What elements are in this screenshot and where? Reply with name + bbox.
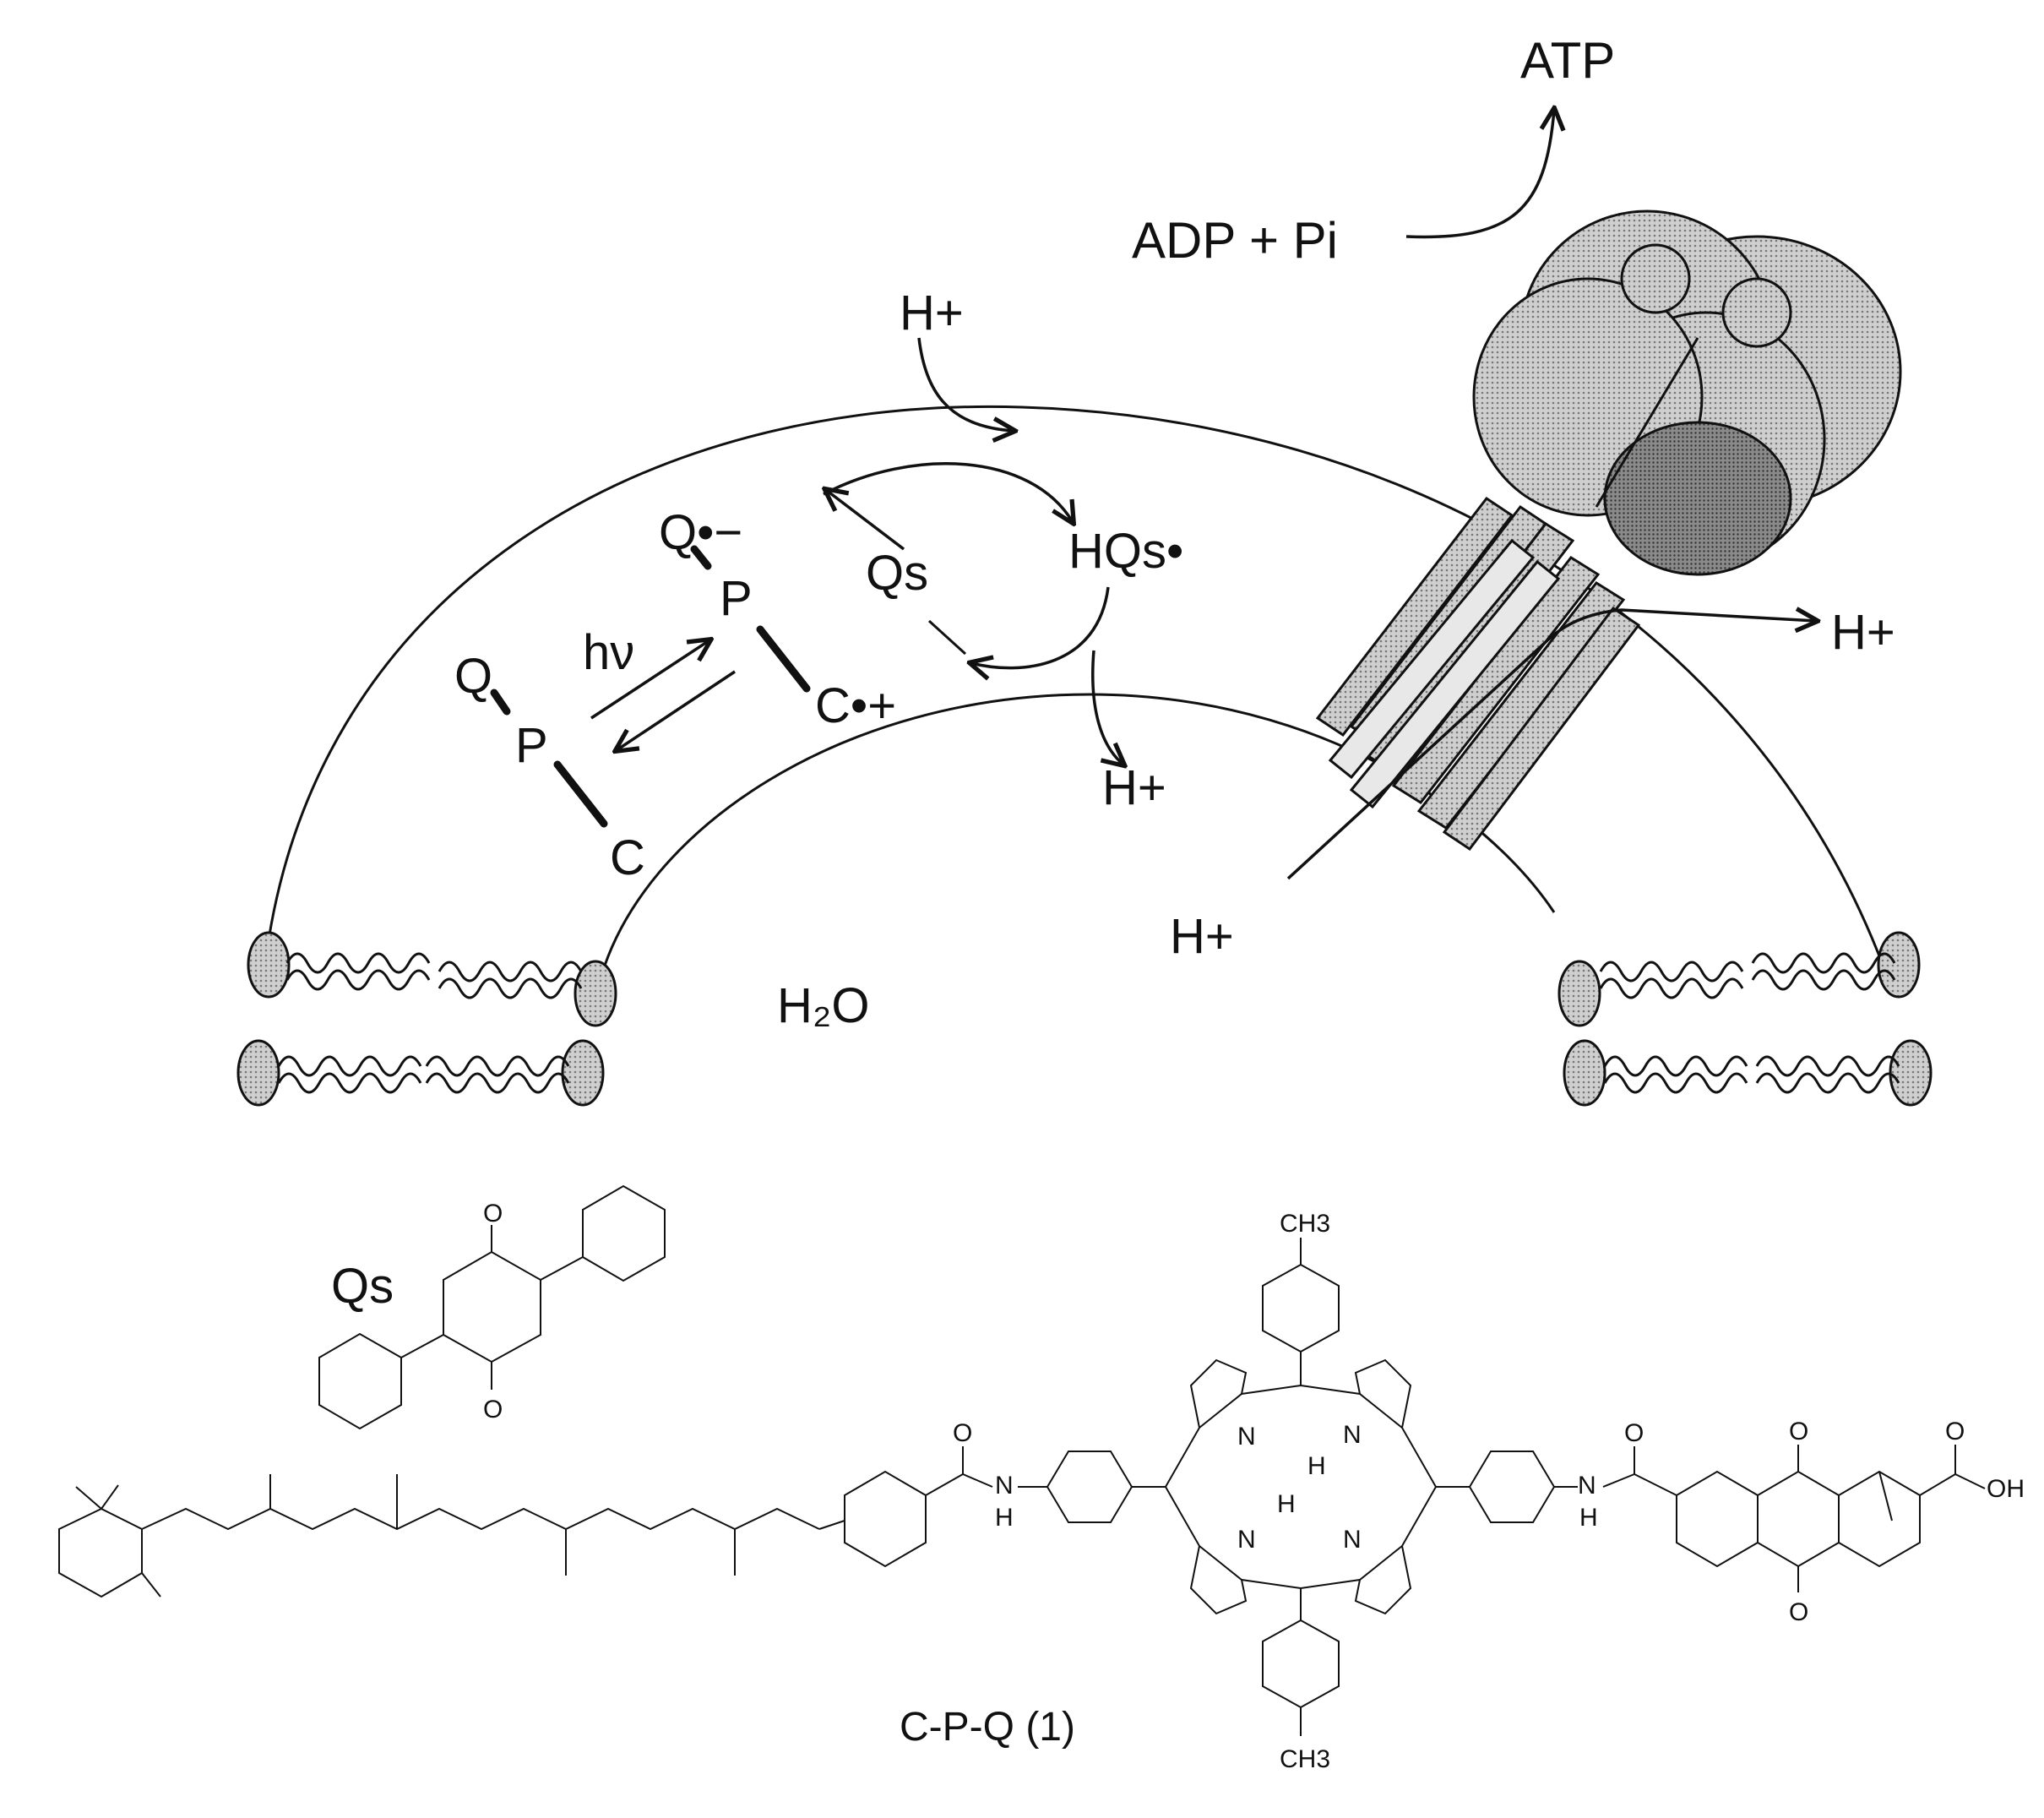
proton-uptake-arrow	[917, 337, 1014, 431]
p-excited-label: P	[720, 571, 753, 626]
svg-text:N: N	[1237, 1423, 1256, 1451]
c-ground-label: C	[610, 830, 645, 885]
svg-text:H: H	[995, 1504, 1014, 1532]
atp-label: ATP	[1520, 32, 1615, 89]
proton-top-label: H+	[900, 286, 964, 340]
lipid-group-left	[236, 931, 617, 1107]
svg-text:O: O	[1624, 1419, 1644, 1447]
svg-text:N: N	[1578, 1472, 1596, 1500]
qs-to-hqs-arrow	[823, 462, 1073, 522]
water-label: H₂O	[777, 978, 870, 1033]
svg-text:O: O	[1789, 1598, 1808, 1626]
cpq-structure: O N H N N N N H H CH3 CH3 N H	[58, 1210, 2025, 1773]
svg-text:N: N	[1237, 1526, 1256, 1554]
proton-release-arrow	[1091, 650, 1123, 765]
qs-oxygen-bottom: O	[483, 1396, 503, 1423]
qs-oxygen-top: O	[483, 1200, 503, 1227]
hv-label: hν	[583, 625, 634, 680]
svg-text:N: N	[1343, 1526, 1362, 1554]
qs-label: Qs	[866, 546, 928, 601]
svg-text:CH3: CH3	[1280, 1210, 1330, 1238]
qs-return-arrow	[826, 490, 905, 551]
svg-text:O: O	[953, 1419, 972, 1447]
qs-structure-label: Qs	[331, 1259, 394, 1314]
cpq-caption: C-P-Q (1)	[900, 1705, 1075, 1750]
q-ground-label: Q	[454, 649, 492, 704]
svg-text:O: O	[1945, 1418, 1965, 1445]
proton-bottom-label: H+	[1170, 909, 1234, 964]
proton-channel-arrow	[1286, 610, 1816, 880]
qs-structure: Qs O O	[318, 1184, 666, 1430]
excitation-arrow	[590, 640, 709, 720]
proton-inner-label: H+	[1102, 760, 1166, 815]
c-radical-label: C•+	[815, 678, 896, 733]
svg-text:OH: OH	[1987, 1475, 2025, 1503]
hqs-radical-label: HQs•	[1068, 524, 1183, 579]
svg-text:O: O	[1789, 1418, 1808, 1445]
proton-out-label: H+	[1831, 605, 1895, 660]
svg-text:H: H	[1307, 1452, 1326, 1480]
svg-text:H: H	[1579, 1504, 1598, 1532]
svg-text:N: N	[995, 1472, 1014, 1500]
svg-text:N: N	[1343, 1421, 1362, 1449]
q-radical-label: Q•−	[659, 505, 742, 560]
p-ground-label: P	[515, 718, 548, 773]
reaction-scheme	[490, 337, 1123, 828]
adp-to-atp-arrow	[1405, 110, 1554, 239]
lipid-group-right	[1557, 931, 1933, 1107]
atp-synthase	[1286, 210, 1902, 880]
relaxation-arrow	[617, 670, 736, 750]
hqs-to-c-arrow	[971, 586, 1110, 668]
adp-pi-label: ADP + Pi	[1132, 212, 1338, 269]
svg-text:H: H	[1277, 1490, 1296, 1518]
svg-text:CH3: CH3	[1280, 1745, 1330, 1773]
